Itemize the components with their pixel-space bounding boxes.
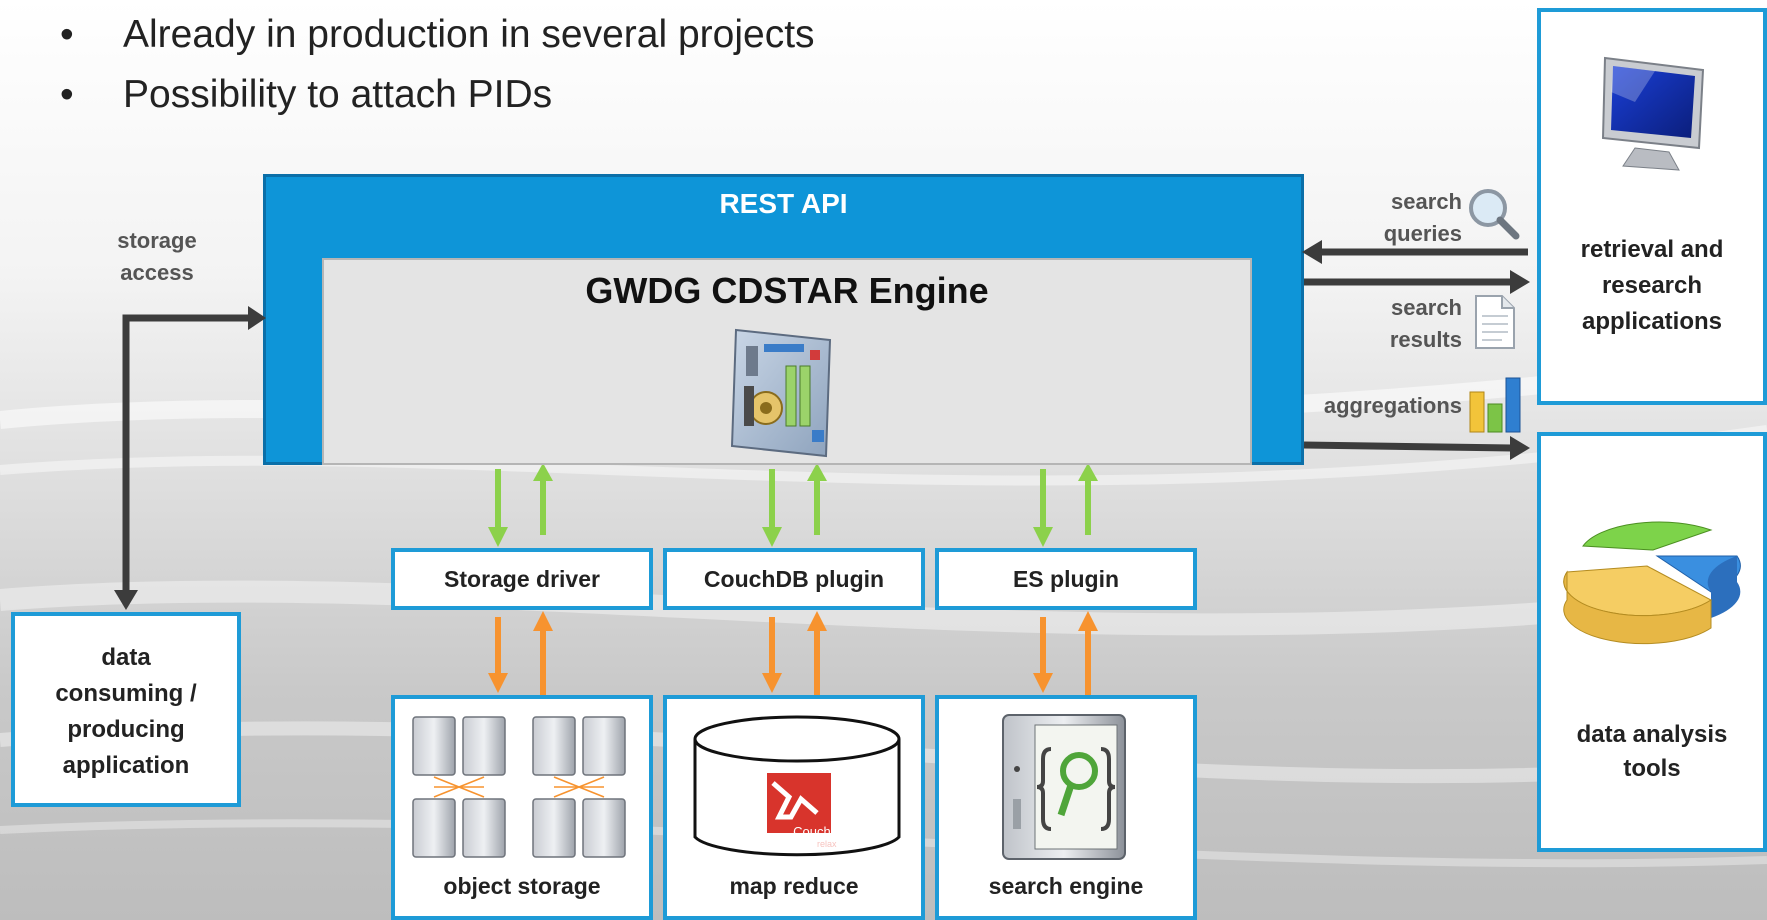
backend-label: object storage xyxy=(443,873,601,899)
backend-map-reduce: CouchDB relax map reduce xyxy=(663,695,925,920)
plugin-es: ES plugin xyxy=(935,548,1197,610)
server-rack-icon xyxy=(412,716,626,858)
storage-access-label: storage access xyxy=(117,228,197,285)
backend-search-engine: search engine xyxy=(935,695,1197,920)
engine-title: GWDG CDSTAR Engine xyxy=(585,270,989,311)
magnifier-icon xyxy=(1469,189,1520,240)
backend-label: search engine xyxy=(988,873,1144,899)
plugin-arrows xyxy=(488,465,1098,695)
couchdb-logo-text: CouchDB xyxy=(793,824,849,839)
plugin-couchdb: CouchDB plugin xyxy=(663,548,925,610)
data-consuming-producing-app-label: data consuming / producing application xyxy=(55,644,197,779)
aggregations-label: aggregations xyxy=(1323,393,1462,418)
data-analysis-tools-box: data analysis tools xyxy=(1537,432,1767,852)
plugin-storage-driver: Storage driver xyxy=(391,548,653,610)
retrieval-research-label: retrieval and research applications xyxy=(1580,236,1724,335)
couchdb-logo-tag: relax xyxy=(817,839,837,849)
data-analysis-tools-label: data analysis tools xyxy=(1576,721,1728,782)
backend-object-storage: object storage xyxy=(391,695,653,920)
storage-access-arrow xyxy=(114,306,266,610)
search-queries-label: search queries xyxy=(1383,189,1462,246)
bar-chart-icon xyxy=(1469,377,1521,433)
monitor-icon xyxy=(1601,56,1705,171)
document-icon xyxy=(1475,295,1515,349)
rest-api-title: REST API xyxy=(719,188,848,219)
database-cylinder-icon xyxy=(693,715,901,857)
backend-label: map reduce xyxy=(729,873,859,899)
circuit-board-icon xyxy=(730,328,832,458)
search-results-label: search results xyxy=(1389,295,1462,352)
pie-chart-icon xyxy=(1563,521,1741,645)
data-consuming-producing-app-box: data consuming / producing application xyxy=(11,612,241,807)
flow-arrows xyxy=(1302,240,1530,460)
retrieval-research-box: retrieval and research applications xyxy=(1537,8,1767,405)
search-server-icon xyxy=(1002,714,1126,860)
